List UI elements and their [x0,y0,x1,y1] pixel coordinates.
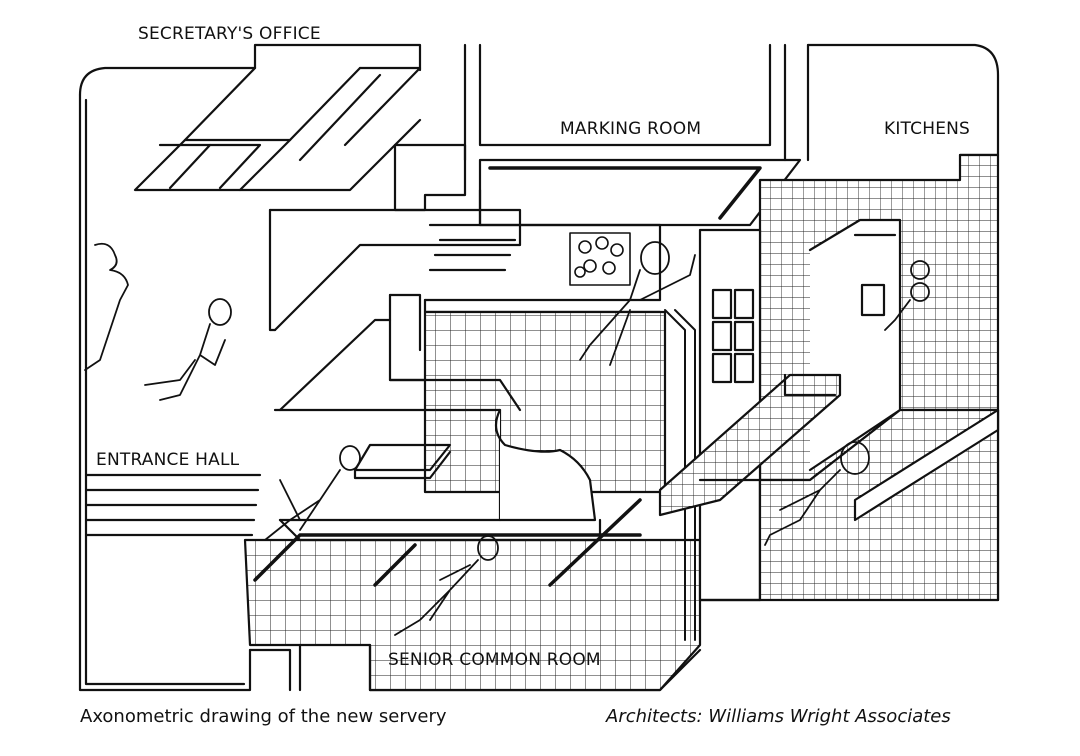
entrance-steps [84,473,262,537]
servery-back-counter [423,223,662,314]
kitchen-bench [853,408,1000,522]
secretary-office-furniture [133,66,422,192]
central-partition [268,143,522,412]
label-senior-common-room: SENIOR COMMON ROOM [388,650,601,670]
kitchen-equipment [808,218,902,472]
person-figure [84,241,930,636]
label-entrance-hall: ENTRANCE HALL [96,450,240,470]
hob [569,232,631,286]
servery-island [273,378,602,542]
caption-credit: Architects: Williams Wright Associates [606,706,951,727]
label-kitchens: KITCHENS [884,119,971,139]
marking-room-walls [463,43,787,162]
senior-common-room-wall [248,643,372,692]
label-secretarys-office: SECRETARY'S OFFICE [138,24,321,44]
label-marking-room: MARKING ROOM [560,119,702,139]
tray-rail [253,498,642,587]
caption-title: Axonometric drawing of the new servery [80,706,447,727]
service-pipes [664,309,696,641]
back-counter [478,158,802,227]
